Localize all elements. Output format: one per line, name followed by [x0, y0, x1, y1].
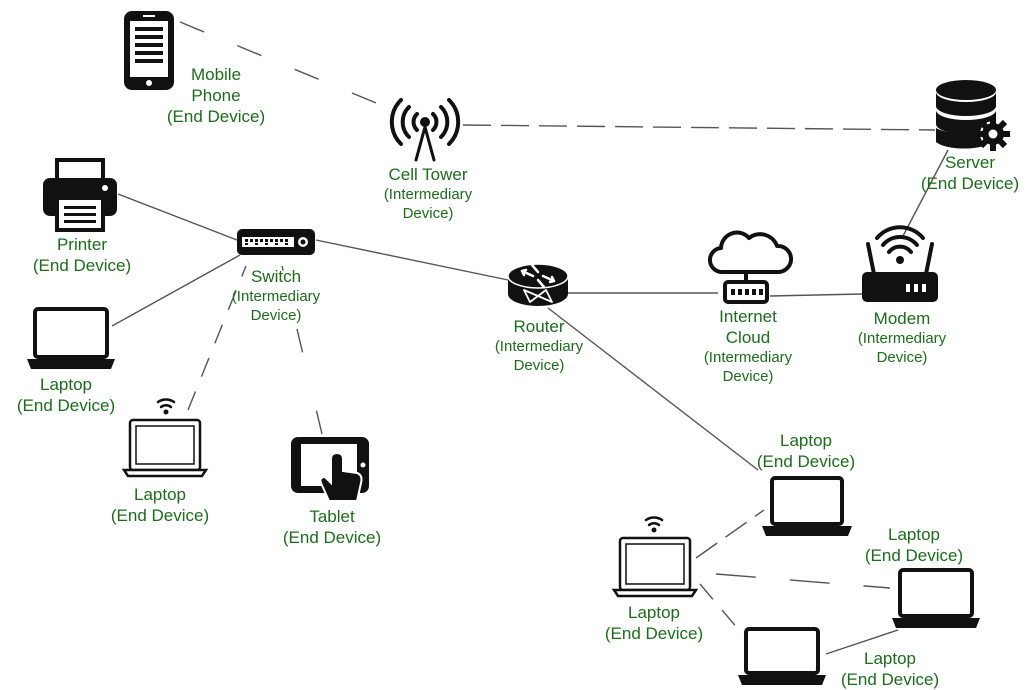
link-switch-router: [315, 239, 509, 281]
label-tablet: Tablet (End Device): [270, 506, 394, 548]
node-role: (End Device): [16, 396, 116, 415]
node-name: Modem: [873, 309, 931, 328]
label-server: Server (End Device): [910, 152, 1028, 194]
link-laptop6-laptop5: [825, 629, 899, 655]
cloud-icon: [708, 230, 793, 304]
link-tablet-switch: [281, 265, 323, 435]
laptop-icon: [762, 476, 852, 536]
label-laptop-6: Laptop (End Device): [828, 648, 952, 690]
node-role: (End Device): [840, 670, 940, 689]
node-name: Server: [944, 153, 996, 172]
link-laptop4-laptop3: [695, 509, 765, 559]
link-printer-switch: [117, 193, 238, 241]
link-cloud-modem: [769, 293, 863, 297]
node-name: Router: [513, 317, 565, 336]
node-role: (Intermediary Device): [703, 349, 793, 385]
switch-icon: [237, 229, 315, 255]
node-name: Laptop: [134, 485, 186, 504]
node-role: (End Device): [32, 256, 132, 275]
wifi-modem-icon: [862, 225, 938, 302]
node-role: (Intermediary Device): [494, 338, 584, 374]
link-modem-server: [902, 149, 949, 237]
node-role: (End Device): [166, 107, 266, 126]
tablet-icon: [291, 437, 369, 502]
label-laptop-2: Laptop (End Device): [98, 484, 222, 526]
label-internet-cloud: Internet Cloud (Intermediary Device): [686, 306, 810, 386]
node-name: Tablet: [309, 507, 355, 526]
cell-tower-icon: [389, 98, 461, 162]
node-name: Laptop: [780, 431, 832, 450]
link-laptop4-laptop5: [715, 573, 891, 589]
node-name: Cell Tower: [388, 165, 468, 184]
laptop-icon: [892, 568, 980, 628]
link-laptop2-switch: [187, 265, 247, 411]
node-name: Printer: [56, 235, 108, 254]
node-role: (End Device): [110, 506, 210, 525]
node-name: Laptop: [40, 375, 92, 394]
node-role: (End Device): [604, 624, 704, 643]
printer-icon: [43, 158, 117, 232]
label-laptop-3: Laptop (End Device): [744, 430, 868, 472]
link-tower-server: [462, 124, 936, 131]
database-server-icon: [936, 80, 1010, 151]
label-laptop-5: Laptop (End Device): [852, 524, 976, 566]
router-icon: [507, 263, 569, 306]
mobile-phone-icon: [124, 11, 174, 90]
node-name: Laptop: [628, 603, 680, 622]
link-laptop4-laptop6: [699, 583, 745, 637]
link-laptop1-switch: [111, 254, 241, 327]
node-role: (Intermediary Device): [383, 186, 473, 222]
label-switch: Switch (Intermediary Device): [214, 266, 338, 325]
node-role: (End Device): [864, 546, 964, 565]
label-router: Router (Intermediary Device): [476, 316, 602, 375]
node-role: (Intermediary Device): [231, 288, 321, 324]
node-name: Laptop: [888, 525, 940, 544]
laptop-icon: [738, 627, 826, 685]
link-mobile-tower: [179, 21, 399, 113]
label-cell-tower: Cell Tower (Intermediary Device): [366, 164, 490, 223]
label-laptop-4: Laptop (End Device): [592, 602, 716, 644]
label-printer: Printer (End Device): [20, 234, 144, 276]
wireless-laptop-icon: [611, 516, 699, 598]
node-name: Internet Cloud: [719, 307, 777, 347]
node-role: (End Device): [756, 452, 856, 471]
node-name: Laptop: [864, 649, 916, 668]
node-role: (Intermediary Device): [857, 330, 947, 366]
label-modem: Modem (Intermediary Device): [840, 308, 964, 367]
node-role: (End Device): [282, 528, 382, 547]
label-laptop-1: Laptop (End Device): [4, 374, 128, 416]
link-router-laptop3: [547, 307, 759, 471]
label-mobile-phone: Mobile Phone (End Device): [158, 64, 274, 127]
node-name: Switch: [250, 267, 302, 286]
wireless-laptop-icon: [121, 398, 209, 478]
node-role: (End Device): [920, 174, 1020, 193]
laptop-icon: [27, 307, 115, 369]
node-name: Mobile Phone: [190, 65, 242, 105]
connection-links: [111, 21, 949, 655]
